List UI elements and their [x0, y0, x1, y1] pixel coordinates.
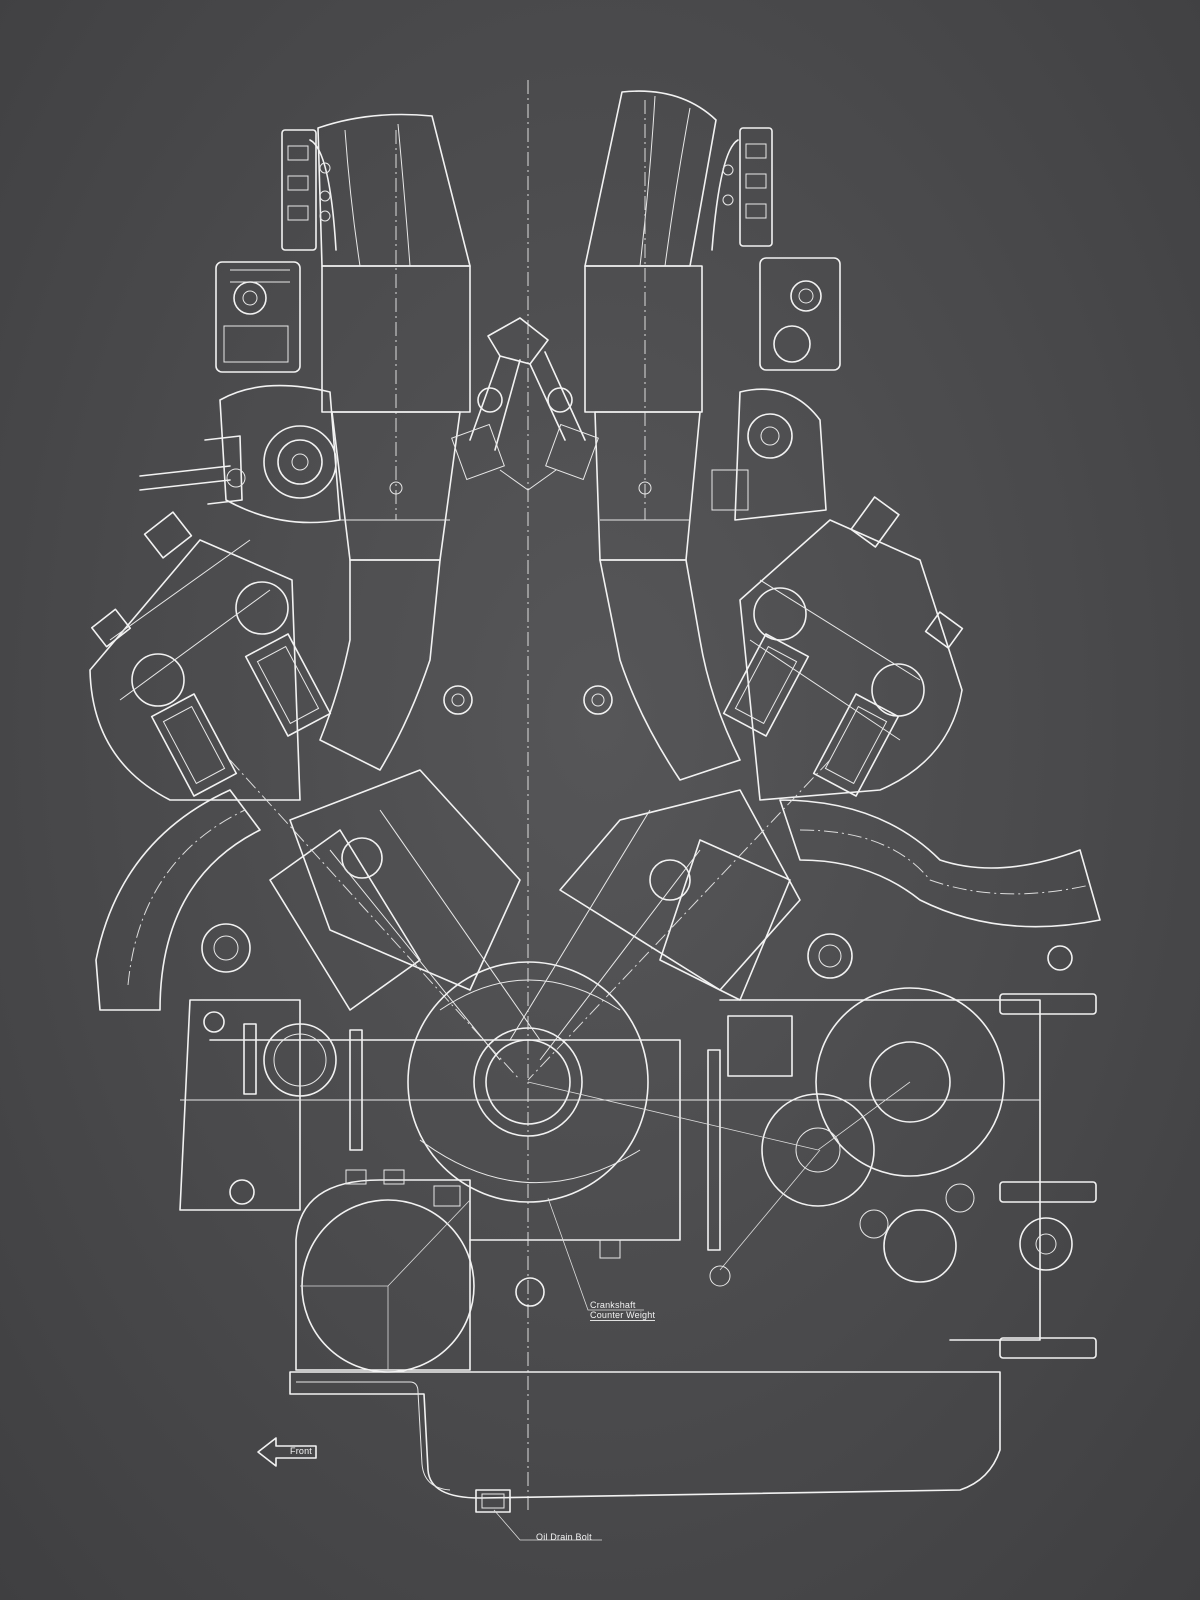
- drain-plug-upper: [515, 1277, 545, 1307]
- oil-drain-leader-line: [493, 1509, 602, 1541]
- left-pump-pulley: [139, 384, 341, 524]
- right-intake-runner: [583, 559, 741, 781]
- right-pump-housing: [711, 388, 827, 521]
- right-cylinder-head: [739, 496, 964, 801]
- crankshaft-label: Crankshaft Counter Weight: [590, 1300, 656, 1321]
- left-throttle-actuator: [215, 261, 301, 373]
- crankshaft-counterweight: [407, 961, 649, 1203]
- right-valve-assemblies: [722, 633, 900, 797]
- central-injector-cluster: [451, 317, 599, 491]
- left-bearing-bores: [203, 1011, 363, 1205]
- left-intake-trumpet: [317, 113, 471, 561]
- oil-pump-housing: [295, 1169, 475, 1373]
- oil-sump-pan: [289, 1371, 1001, 1513]
- left-exhaust-pipe: [95, 789, 261, 1011]
- crankcase-outline: [179, 999, 1041, 1341]
- crankshaft-label-line2: Counter Weight: [590, 1310, 656, 1321]
- right-gear-train: [527, 987, 1005, 1287]
- oil-drain-bolt: [475, 1489, 511, 1513]
- right-intake-trumpet: [584, 90, 717, 561]
- front-arrow-icon: [257, 1437, 317, 1467]
- left-fuel-rail-block: [281, 129, 337, 251]
- oil-drain-bolt-label: Oil Drain Bolt: [536, 1532, 592, 1542]
- crankshaft-leader-line: [547, 1197, 644, 1311]
- crankshaft-label-line1: Crankshaft: [590, 1300, 636, 1310]
- front-label: Front: [290, 1446, 313, 1456]
- right-cover-bolts: [999, 945, 1097, 1359]
- right-fuel-rail-block: [711, 127, 773, 251]
- left-cylinder-bank: [229, 759, 541, 1081]
- left-cylinder-head: [89, 511, 301, 801]
- right-exhaust-pipe: [779, 799, 1101, 928]
- left-chain-tensioner: [201, 923, 251, 973]
- left-intake-runner: [319, 559, 473, 771]
- right-chain-tensioner: [807, 933, 853, 979]
- right-throttle-actuator: [759, 257, 841, 371]
- left-valve-assemblies: [150, 633, 332, 797]
